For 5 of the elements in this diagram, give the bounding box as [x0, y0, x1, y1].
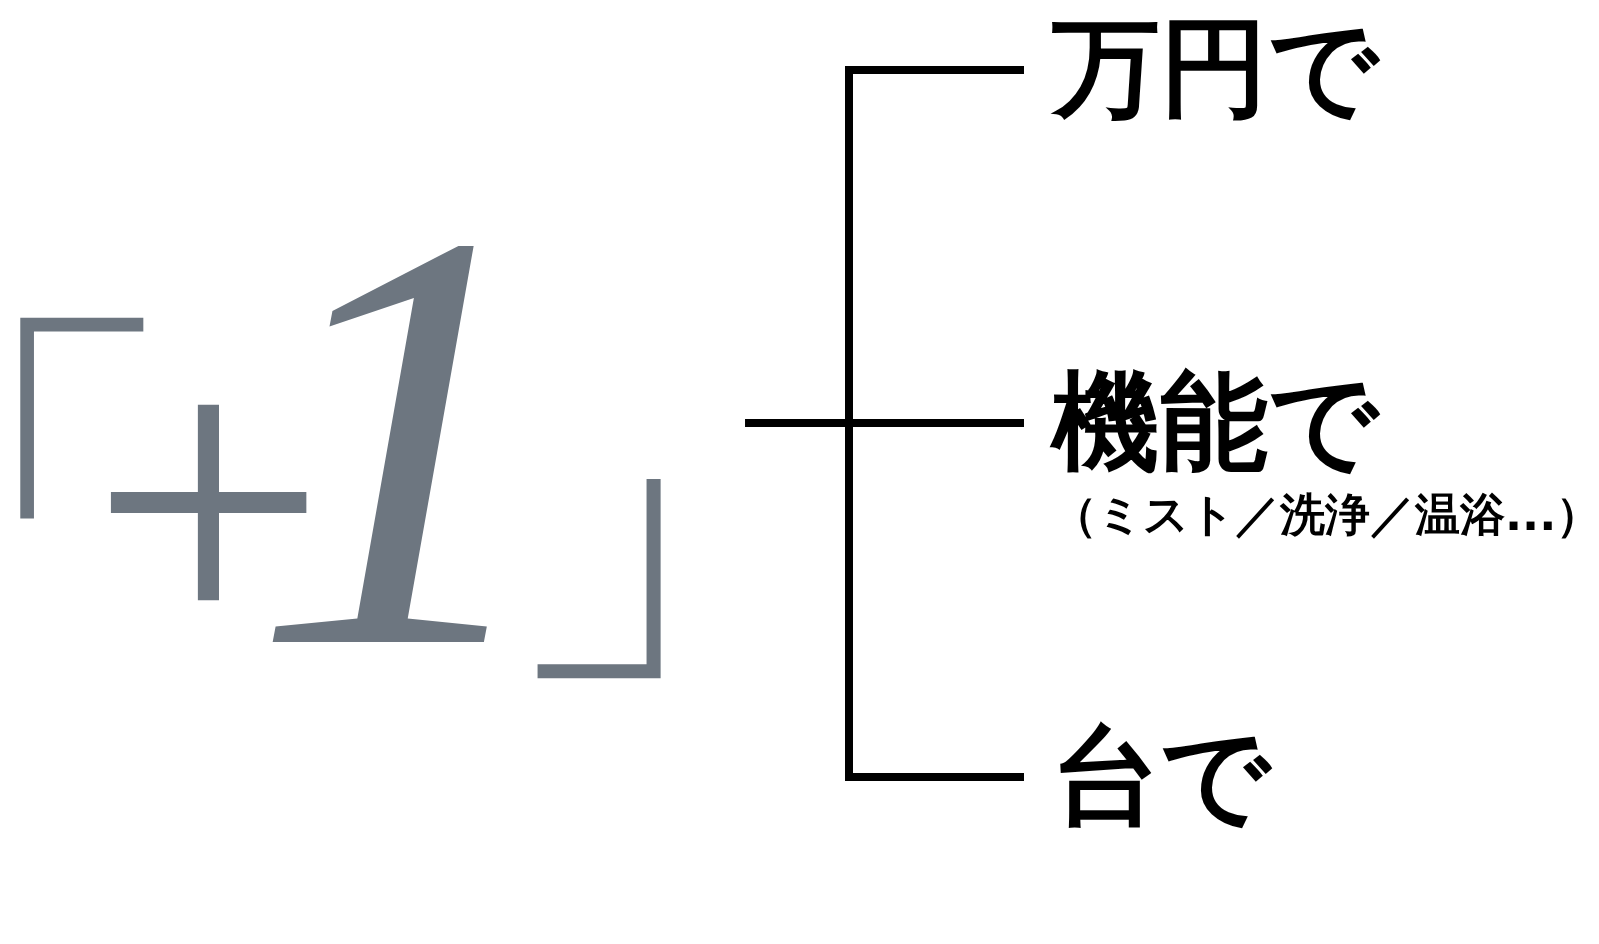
emphasis-text: 「+1」	[10, 140, 746, 740]
branch-label: 機能で	[1024, 368, 1379, 476]
branch-label: 万円で	[1024, 14, 1379, 122]
branch-label: 台で	[1024, 722, 1271, 830]
branch-note: （ミスト／洗浄／温浴...）	[1052, 490, 1599, 540]
